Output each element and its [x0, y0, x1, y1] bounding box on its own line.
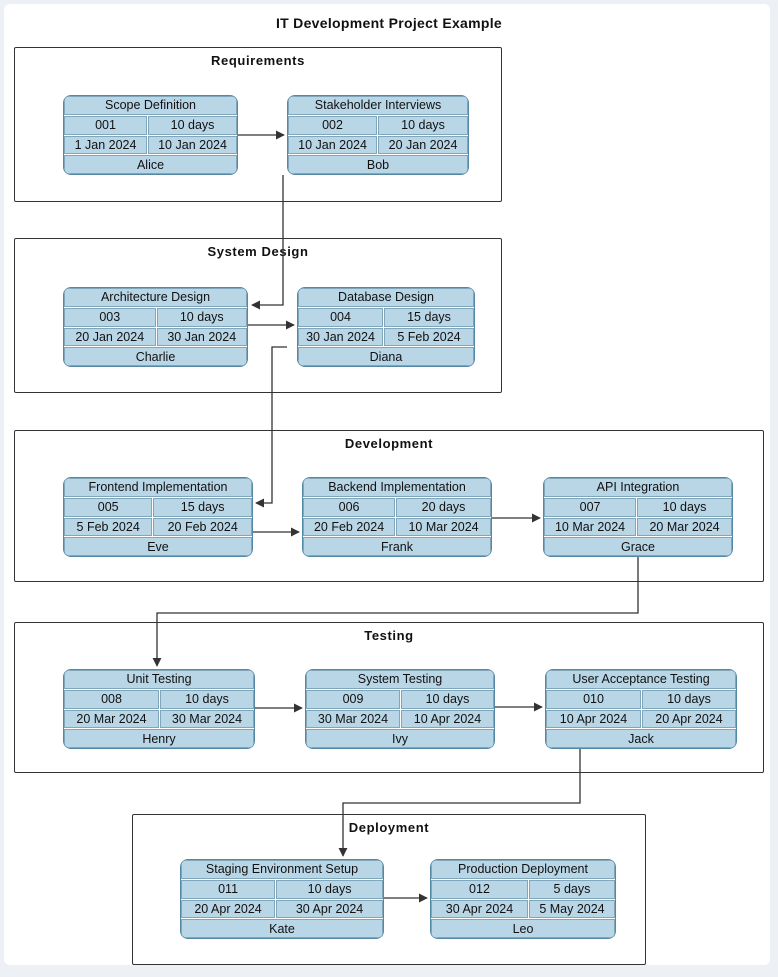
task-assignee: Grace — [544, 537, 732, 556]
task-card-production-deployment: Production Deployment 012 5 days 30 Apr … — [430, 859, 616, 939]
task-name: Unit Testing — [64, 670, 254, 689]
task-start-date: 20 Feb 2024 — [303, 517, 396, 537]
section-title: Testing — [364, 628, 414, 643]
task-end-date: 10 Jan 2024 — [148, 135, 237, 155]
section-title: Requirements — [211, 53, 305, 68]
section-title: System Design — [207, 244, 309, 259]
task-id: 009 — [306, 689, 400, 709]
task-start-date: 10 Jan 2024 — [288, 135, 378, 155]
task-assignee: Alice — [64, 155, 237, 174]
task-duration: 10 days — [156, 307, 247, 327]
task-assignee: Bob — [288, 155, 468, 174]
task-start-date: 1 Jan 2024 — [64, 135, 148, 155]
task-duration: 10 days — [160, 689, 254, 709]
task-duration: 10 days — [642, 689, 736, 709]
task-id: 011 — [181, 879, 276, 899]
task-id: 006 — [303, 497, 396, 517]
task-name: User Acceptance Testing — [546, 670, 736, 689]
task-card-stakeholder-interviews: Stakeholder Interviews 002 10 days 10 Ja… — [287, 95, 469, 175]
task-card-system-testing: System Testing 009 10 days 30 Mar 2024 1… — [305, 669, 495, 749]
task-duration: 10 days — [378, 115, 468, 135]
task-assignee: Diana — [298, 347, 474, 366]
task-end-date: 30 Mar 2024 — [160, 709, 254, 729]
task-id: 002 — [288, 115, 378, 135]
task-end-date: 30 Jan 2024 — [156, 327, 247, 347]
task-id: 008 — [64, 689, 159, 709]
section-title: Development — [344, 436, 434, 451]
task-end-date: 20 Mar 2024 — [637, 517, 732, 537]
task-name: Staging Environment Setup — [181, 860, 383, 879]
task-end-date: 5 May 2024 — [528, 899, 615, 919]
task-assignee: Charlie — [64, 347, 247, 366]
task-card-database-design: Database Design 004 15 days 30 Jan 2024 … — [297, 287, 475, 367]
task-end-date: 20 Feb 2024 — [153, 517, 252, 537]
task-card-user-acceptance-testing: User Acceptance Testing 010 10 days 10 A… — [545, 669, 737, 749]
task-assignee: Leo — [431, 919, 615, 938]
task-duration: 10 days — [401, 689, 494, 709]
task-start-date: 20 Apr 2024 — [181, 899, 276, 919]
task-assignee: Frank — [303, 537, 491, 556]
task-id: 003 — [64, 307, 156, 327]
task-name: Production Deployment — [431, 860, 615, 879]
task-assignee: Ivy — [306, 729, 494, 748]
task-end-date: 5 Feb 2024 — [384, 327, 474, 347]
task-start-date: 20 Jan 2024 — [64, 327, 156, 347]
task-card-unit-testing: Unit Testing 008 10 days 20 Mar 2024 30 … — [63, 669, 255, 749]
task-id: 010 — [546, 689, 641, 709]
task-duration: 10 days — [637, 497, 732, 517]
task-start-date: 10 Apr 2024 — [546, 709, 641, 729]
task-end-date: 20 Jan 2024 — [378, 135, 468, 155]
task-start-date: 30 Apr 2024 — [431, 899, 528, 919]
task-duration: 10 days — [276, 879, 383, 899]
task-assignee: Kate — [181, 919, 383, 938]
task-start-date: 30 Jan 2024 — [298, 327, 383, 347]
task-name: Stakeholder Interviews — [288, 96, 468, 115]
task-name: Frontend Implementation — [64, 478, 252, 497]
task-assignee: Jack — [546, 729, 736, 748]
task-end-date: 10 Mar 2024 — [396, 517, 491, 537]
task-card-api-integration: API Integration 007 10 days 10 Mar 2024 … — [543, 477, 733, 557]
task-duration: 20 days — [396, 497, 491, 517]
task-card-backend-implementation: Backend Implementation 006 20 days 20 Fe… — [302, 477, 492, 557]
task-id: 007 — [544, 497, 637, 517]
task-duration: 15 days — [153, 497, 252, 517]
task-start-date: 10 Mar 2024 — [544, 517, 637, 537]
task-duration: 15 days — [384, 307, 474, 327]
task-name: Backend Implementation — [303, 478, 491, 497]
task-name: Scope Definition — [64, 96, 237, 115]
task-id: 001 — [64, 115, 148, 135]
task-id: 005 — [64, 497, 153, 517]
task-start-date: 20 Mar 2024 — [64, 709, 159, 729]
task-assignee: Henry — [64, 729, 254, 748]
task-end-date: 30 Apr 2024 — [276, 899, 383, 919]
task-name: Database Design — [298, 288, 474, 307]
task-name: System Testing — [306, 670, 494, 689]
task-card-scope-definition: Scope Definition 001 10 days 1 Jan 2024 … — [63, 95, 238, 175]
task-end-date: 20 Apr 2024 — [642, 709, 736, 729]
section-title: Deployment — [348, 820, 430, 835]
task-id: 012 — [431, 879, 528, 899]
task-card-frontend-implementation: Frontend Implementation 005 15 days 5 Fe… — [63, 477, 253, 557]
diagram-title: IT Development Project Example — [275, 15, 503, 31]
task-assignee: Eve — [64, 537, 252, 556]
task-name: API Integration — [544, 478, 732, 497]
task-start-date: 30 Mar 2024 — [306, 709, 400, 729]
task-duration: 10 days — [148, 115, 237, 135]
task-start-date: 5 Feb 2024 — [64, 517, 153, 537]
task-card-staging-environment-setup: Staging Environment Setup 011 10 days 20… — [180, 859, 384, 939]
task-end-date: 10 Apr 2024 — [401, 709, 494, 729]
task-card-architecture-design: Architecture Design 003 10 days 20 Jan 2… — [63, 287, 248, 367]
task-duration: 5 days — [528, 879, 615, 899]
task-id: 004 — [298, 307, 383, 327]
task-name: Architecture Design — [64, 288, 247, 307]
